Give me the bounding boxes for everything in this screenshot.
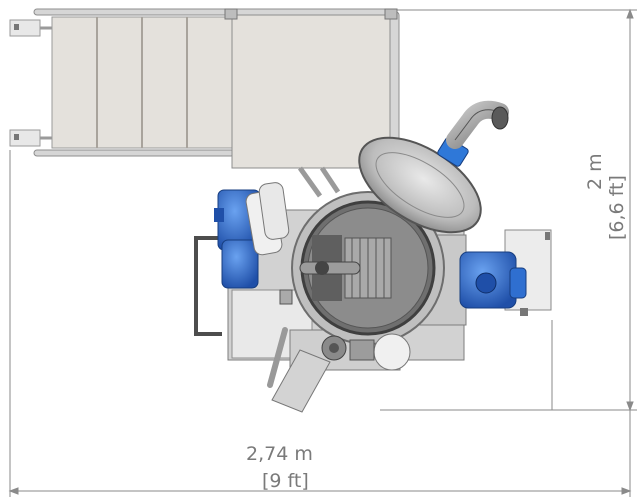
dimension-lines: [8, 8, 637, 497]
left-motor: [214, 182, 290, 289]
outlet-pipe: [437, 100, 509, 167]
dimension-depth-imperial: [6,6 ft]: [606, 175, 628, 240]
bottom-chute: [267, 289, 411, 413]
dimension-depth-metric: 2 m: [584, 153, 606, 190]
platform-frame: [9, 8, 400, 198]
right-motor: [459, 229, 552, 316]
dimension-width-imperial: [9 ft]: [262, 470, 309, 492]
drum-opening: [291, 191, 445, 345]
dimension-width-metric: 2,74 m: [246, 443, 313, 465]
